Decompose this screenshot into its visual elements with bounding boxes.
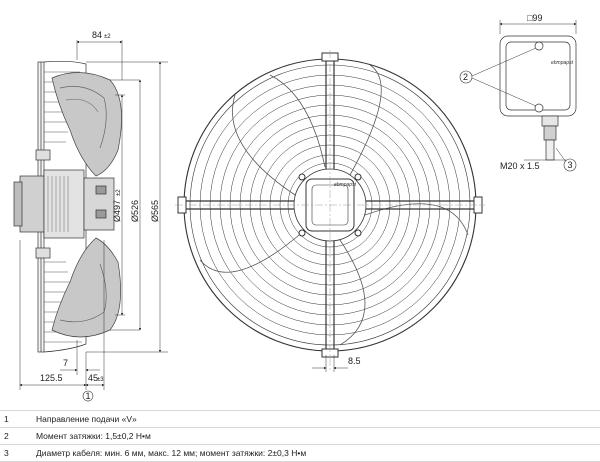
legend-row: 3 Диаметр кабеля: мин. 6 мм, макс. 12 мм… (0, 444, 600, 462)
dim-length-right: 45 (88, 373, 98, 383)
legend-row: 1 Направление подачи «V» (0, 410, 600, 427)
dim-offset-small: 7 (63, 358, 68, 368)
side-view-dimensions (19, 40, 168, 390)
callout-3-label: 3 (568, 160, 573, 170)
legend-text: Диаметр кабеля: мин. 6 мм, макс. 12 мм; … (36, 448, 307, 458)
dim-inner-diameter: Ø497 (112, 200, 122, 222)
legend-text: Момент затяжки: 1,5±0,2 Н•м (36, 431, 151, 441)
front-hub-brand: ebmpapst (334, 182, 357, 188)
side-view (13, 60, 122, 353)
front-view (175, 50, 485, 370)
callout-1-circle (82, 390, 94, 402)
dim-cable-thread: M20 x 1.5 (500, 161, 540, 171)
legend-number: 1 (4, 414, 9, 424)
dim-depth-top: 84 (92, 30, 102, 40)
legend-text: Направление подачи «V» (36, 414, 137, 424)
legend-number: 2 (4, 431, 9, 441)
callout-2-circle (459, 70, 473, 84)
dim-length-right-tol: ±3 (97, 377, 104, 383)
terminal-box (471, 20, 577, 163)
technical-drawing: 84 ±2 Ø497 ±2 Ø526 Ø565 7 125.5 45 ±3 1 (13, 13, 577, 402)
callout-3-circle (563, 158, 577, 172)
legend-row: 2 Момент затяжки: 1,5±0,2 Н•м (0, 427, 600, 444)
callout-1-label: 1 (86, 391, 91, 401)
dim-box-width: □99 (527, 13, 542, 23)
legend-table: 1 Направление подачи «V» 2 Момент затяжк… (0, 410, 600, 462)
dim-length-left: 125.5 (40, 373, 63, 383)
callout-2-label: 2 (463, 72, 468, 82)
dim-inner-diameter-tol: ±2 (116, 189, 122, 196)
dim-depth-top-tol: ±2 (104, 34, 111, 40)
legend-number: 3 (4, 448, 9, 458)
dim-mid-diameter: Ø526 (130, 200, 140, 222)
dim-outer-diameter: Ø565 (150, 200, 160, 222)
box-brand: ebmpapst (551, 60, 574, 66)
slot-dimension (312, 355, 348, 372)
dim-slot-width: 8.5 (348, 356, 361, 366)
